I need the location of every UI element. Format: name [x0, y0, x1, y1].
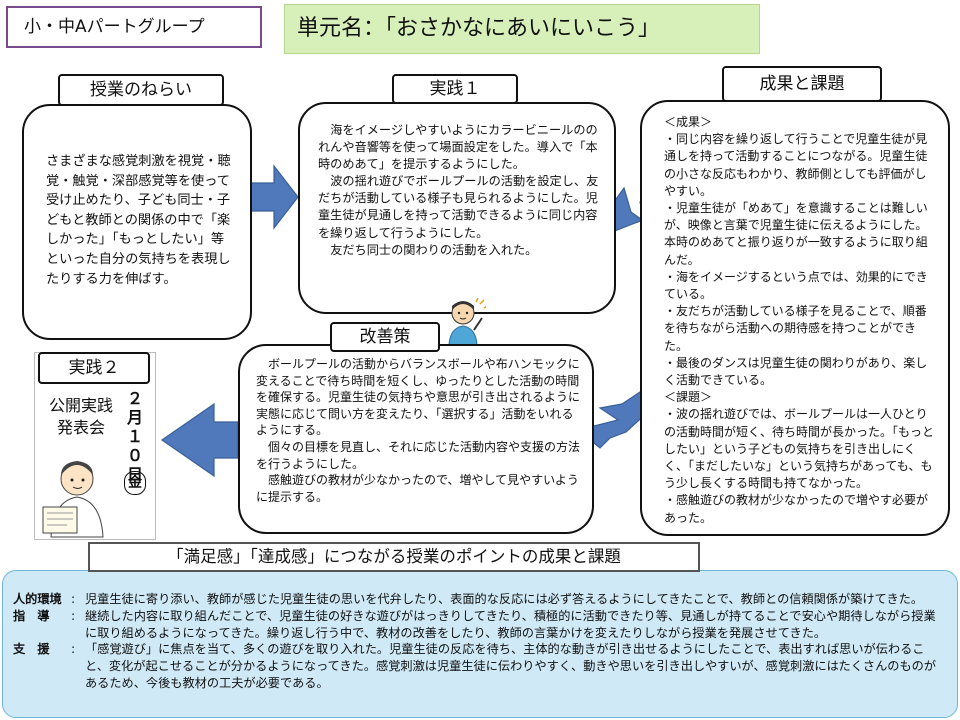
group-label: 小・中Aパートグループ [6, 6, 262, 48]
improvement-paragraph: 感触遊びの教材が少なかったので、増やして見やすいように提示する。 [256, 473, 579, 504]
results-line: ・同じ内容を繰り返して行うことで児童生徒が見通しを持って活動することにつながる。… [664, 132, 928, 198]
practice1-paragraph: 海をイメージしやすいようにカラービニールののれんや音響等を使って場面設定をした。… [318, 123, 598, 172]
summary-text: 継続した内容に取り組んだことで、児童生徒の好きな遊びがはっきりしてきたり、積極的… [85, 608, 936, 640]
points-title: 「満足感」「達成感」につながる授業のポイントの成果と課題 [88, 542, 700, 572]
practice2-label: 実践２ [38, 352, 150, 384]
practice1-box: 海をイメージしやすいようにカラービニールののれんや音響等を使って場面設定をした。… [298, 102, 616, 314]
summary-panel: 人的環境 : 児童生徒に寄り添い、教師が感じた児童生徒の思いを代弁したり、表面的… [2, 570, 958, 718]
results-label: 成果と課題 [722, 66, 882, 102]
results-line: ＜成果＞ [664, 115, 713, 129]
practice1-paragraph: 波の揺れ遊びでボールプールの活動を設定し、友だちが活動している様子も見られるよう… [318, 174, 599, 240]
improvement-paragraph: 個々の目標を見直し、それに応じた活動内容や支援の方法を行うようにした。 [256, 439, 581, 471]
practice2-weekday: 金 [124, 471, 146, 495]
teacher-reading-icon [42, 461, 104, 538]
results-line: ・最後のダンスは児童生徒の関わりがあり、楽しく活動できている。 [664, 355, 928, 388]
summary-row-support: 支 援 : 「感覚遊び」に焦点を当て、多くの遊びを取り入れた。児童生徒の反応を待… [13, 641, 945, 691]
summary-label: 指 導 [13, 608, 50, 623]
improvement-paragraph: ボールプールの活動からバランスボールや布ハンモックに変えることで待ち時間を短くし… [256, 357, 581, 438]
summary-text: 「感覚遊び」に焦点を当て、多くの遊びを取り入れた。児童生徒の反応を待ち、主体的な… [85, 642, 937, 690]
improvement-label: 改善策 [330, 322, 440, 352]
results-line: ・波の揺れ遊びでは、ボールプールは一人ひとりの活動時間が短く、待ち時間が長かった… [664, 407, 935, 491]
results-line: ＜課題＞ [664, 390, 713, 405]
summary-label: 人的環境 [13, 592, 62, 606]
unit-title: 単元名：「おさかなにあいにいこう」 [284, 4, 760, 54]
aim-label: 授業のねらい [58, 74, 224, 106]
results-line: ・海をイメージするという点では、効果的にできている。 [664, 269, 928, 302]
aim-text: さまざまな感覚刺激を視覚・聴覚・触覚・深部感覚等を使って受け止めたり、子ども同士… [46, 154, 231, 287]
results-line: ・児童生徒が「めあて」を意識することは難しいが、映像と言葉で児童生徒に伝えるよう… [664, 201, 928, 267]
results-line: ・友だちが活動している様子を見ることで、順番を待ちながら活動への期待感を持つこと… [664, 304, 927, 353]
summary-text: 児童生徒に寄り添い、教師が感じた児童生徒の思いを代弁したり、表面的な反応には必ず… [85, 592, 924, 606]
summary-row-guidance: 指 導 : 継続した内容に取り組んだことで、児童生徒の好きな遊びがはっきりしてき… [13, 608, 945, 642]
practice1-label: 実践１ [392, 74, 518, 104]
summary-label: 支 援 [13, 642, 50, 657]
aim-box: さまざまな感覚刺激を視覚・聴覚・触覚・深部感覚等を使って受け止めたり、子ども同士… [22, 104, 252, 340]
improvement-box: ボールプールの活動からバランスボールや布ハンモックに変えることで待ち時間を短くし… [238, 344, 594, 534]
practice2-date: ２月１０日 [126, 389, 143, 484]
practice1-paragraph: 友だち同士の関わりの活動を入れた。 [330, 242, 538, 257]
summary-row-human-environment: 人的環境 : 児童生徒に寄り添い、教師が感じた児童生徒の思いを代弁したり、表面的… [13, 591, 945, 608]
practice2-event: 公開実践発表会 [48, 396, 113, 437]
results-line: ・感触遊びの教材が少なかったので増やす必要があった。 [664, 493, 929, 525]
teacher-figure-icon [448, 297, 486, 346]
arrow-right-icon [249, 164, 299, 230]
arrow-left-icon [160, 402, 239, 478]
results-box: ＜成果＞ ・同じ内容を繰り返して行うことで児童生徒が見通しを持って活動することに… [640, 100, 950, 536]
